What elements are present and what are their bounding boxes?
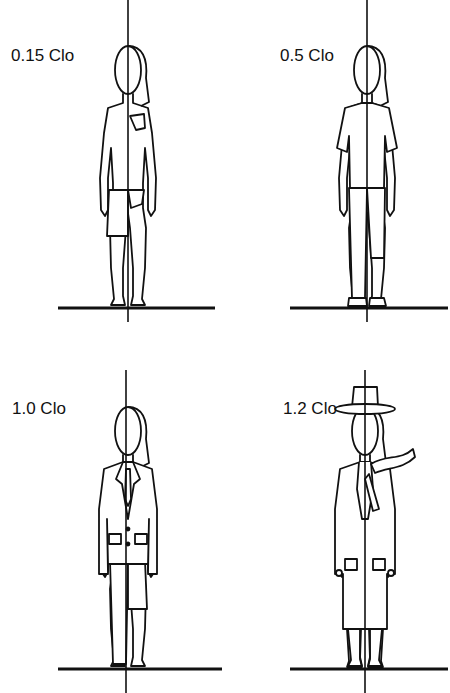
clo-label: 1.2 Clo [283,400,337,417]
clo-label: 0.15 Clo [11,47,74,64]
clo-label: 0.5 Clo [280,47,334,64]
clo-label: 1.0 Clo [12,400,66,417]
